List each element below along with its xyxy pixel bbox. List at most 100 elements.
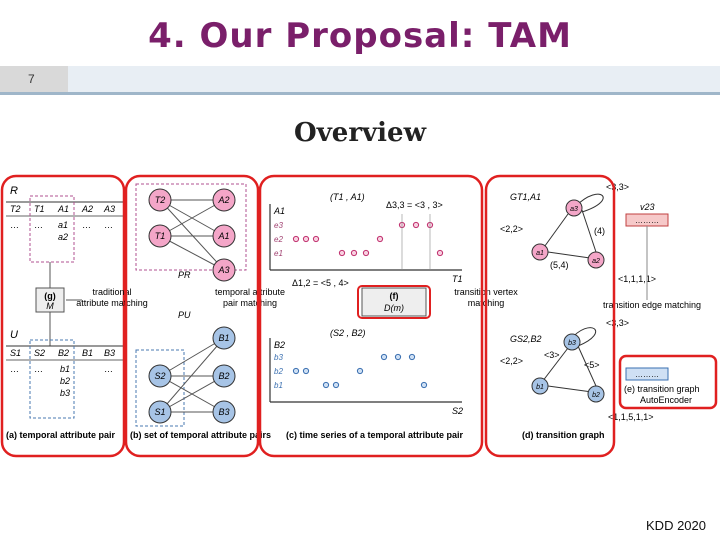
edge-s1-b1	[159, 337, 225, 413]
header-band-number-area	[0, 66, 68, 92]
edge-t1-a3	[159, 235, 225, 271]
node-s1-label: S1	[154, 407, 165, 417]
row-e1-label: e1	[274, 249, 283, 258]
table-u-pair-highlight	[29, 339, 75, 419]
node-b1-label: B1	[218, 333, 229, 343]
bottom-node-b3-label: b3	[568, 340, 576, 347]
bottom-edge-label-1: <2,2>	[500, 356, 523, 366]
graph-bottom-label: GS2,B2	[510, 334, 542, 344]
traditional-label-1: traditional	[92, 287, 131, 297]
table-r-cell-5: …	[104, 220, 113, 230]
autoencoder-vector-box	[625, 367, 669, 381]
top-edge-a1-a2	[547, 251, 591, 259]
node-a3	[212, 258, 236, 282]
table-u-header-2: B2	[58, 348, 69, 358]
bottom-node-b3	[563, 333, 581, 351]
bottom-edge-label-0: <3,3>	[606, 318, 629, 328]
node-a2-label: A2	[217, 195, 229, 205]
table-r-header-2: A1	[57, 204, 69, 214]
bottom-edge-label-4: <1,1,5,1,1>	[608, 412, 654, 422]
top-node-a1	[531, 243, 549, 261]
panel-b-caption: (b) set of temporal attribute pairs	[130, 430, 271, 440]
node-s2	[148, 364, 172, 388]
delta-3-3-label: Δ3,3 = <3 , 3>	[386, 200, 443, 210]
row-b2-label: b2	[274, 367, 283, 376]
node-b2-label: B2	[218, 371, 229, 381]
vector-v23-dots: ………	[635, 216, 659, 225]
node-t2-label: T2	[155, 195, 166, 205]
node-b3-label: B3	[218, 407, 229, 417]
bottom-edge-b1-b2	[547, 385, 593, 393]
panel-b: T2 T1 A2 A1 A3 PR traditional attribute …	[66, 174, 285, 458]
top-node-a1-label: a1	[536, 250, 544, 257]
top-time-series	[292, 221, 444, 257]
panel-a-caption: (a) temporal attribute pair	[6, 430, 116, 440]
table-u-cell-3: b2	[60, 376, 70, 386]
axis-a1-label: A1	[273, 206, 285, 216]
panel-a: R T2 T1 A1 A2 A3 … … a1 a2 … … (g) M U S…	[0, 174, 126, 458]
pair-t1-a1-label: (T1 , A1)	[330, 192, 365, 202]
table-u-name: U	[10, 329, 18, 341]
traditional-label-2: attribute matching	[76, 298, 148, 308]
e3-dot-1	[412, 221, 420, 229]
bottom-node-b1-label: b1	[536, 384, 544, 391]
row-b3-label: b3	[274, 353, 283, 362]
pu-label: PU	[178, 310, 191, 320]
autoencoder-vector-dots: ………	[635, 370, 659, 379]
node-a1-label: A1	[217, 231, 229, 241]
graph-top-label: GT1,A1	[510, 192, 541, 202]
row-e3-label: e3	[274, 221, 283, 230]
table-r-header-3: A2	[81, 204, 93, 214]
top-node-a3	[565, 199, 583, 217]
temporal-label-2: pair matching	[223, 298, 277, 308]
top-edge-label-3: (5,4)	[550, 260, 569, 270]
match-label-g: (g)	[44, 291, 56, 301]
top-edge-a3-a1	[541, 213, 569, 251]
temporal-label-1: temporal attribute	[215, 287, 285, 297]
b1-dot-1	[332, 381, 340, 389]
pair-s2-b2-label: (S2 , B2)	[330, 328, 366, 338]
node-b2	[212, 364, 236, 388]
autoencoder-label-1: (e) transition graph	[624, 384, 700, 394]
autoencoder-label-2: AutoEncoder	[640, 395, 692, 405]
edge-matching-label: transition edge matching	[603, 300, 701, 310]
top-edge-label-0: <3,3>	[606, 182, 629, 192]
b1-dot-2	[420, 381, 428, 389]
edge-s1-b2	[159, 375, 225, 413]
pr-label: PR	[178, 270, 191, 280]
b2-dot-2	[356, 367, 364, 375]
top-node-a2	[587, 251, 605, 269]
top-edge-label-2: (4)	[594, 226, 605, 236]
b2-dot-0	[292, 367, 300, 375]
overview-figure: R T2 T1 A1 A2 A3 … … a1 a2 … … (g) M U S…	[0, 170, 720, 462]
bottom-edge-b3-b1	[541, 347, 569, 383]
slide-subtitle: Overview	[294, 118, 426, 148]
table-u-header-1: S2	[34, 348, 45, 358]
table-u-header-3: B1	[82, 348, 93, 358]
b3-dot-1	[394, 353, 402, 361]
node-a1	[212, 224, 236, 248]
node-t2	[148, 188, 172, 212]
slide-footer: KDD 2020	[646, 518, 706, 533]
b3-dot-2	[408, 353, 416, 361]
node-b3	[212, 400, 236, 424]
node-s1	[148, 400, 172, 424]
panel-d: GT1,A1 <3,3> <2,2> (4) (5,4) <1,1,1,1> a…	[484, 174, 718, 458]
table-r-cell-2: a1	[58, 220, 68, 230]
bottom-node-b1	[531, 377, 549, 395]
node-s2-label: S2	[154, 371, 165, 381]
axis-b2-label: B2	[274, 340, 285, 350]
node-t1	[148, 224, 172, 248]
top-edge-label-4: <1,1,1,1>	[618, 274, 656, 284]
table-r-cell-0: …	[10, 220, 19, 230]
header-band-bar	[68, 66, 720, 92]
e2-dot-0	[292, 235, 300, 243]
table-u-cell-2: b1	[60, 364, 70, 374]
match-symbol-m: M	[46, 301, 54, 311]
node-a2	[212, 188, 236, 212]
top-node-a3-label: a3	[570, 206, 578, 213]
header-band-rule	[0, 92, 720, 95]
top-loop-a3	[575, 193, 604, 213]
vector-v23-label: v23	[640, 202, 655, 212]
table-r-header-0: T2	[10, 204, 21, 214]
